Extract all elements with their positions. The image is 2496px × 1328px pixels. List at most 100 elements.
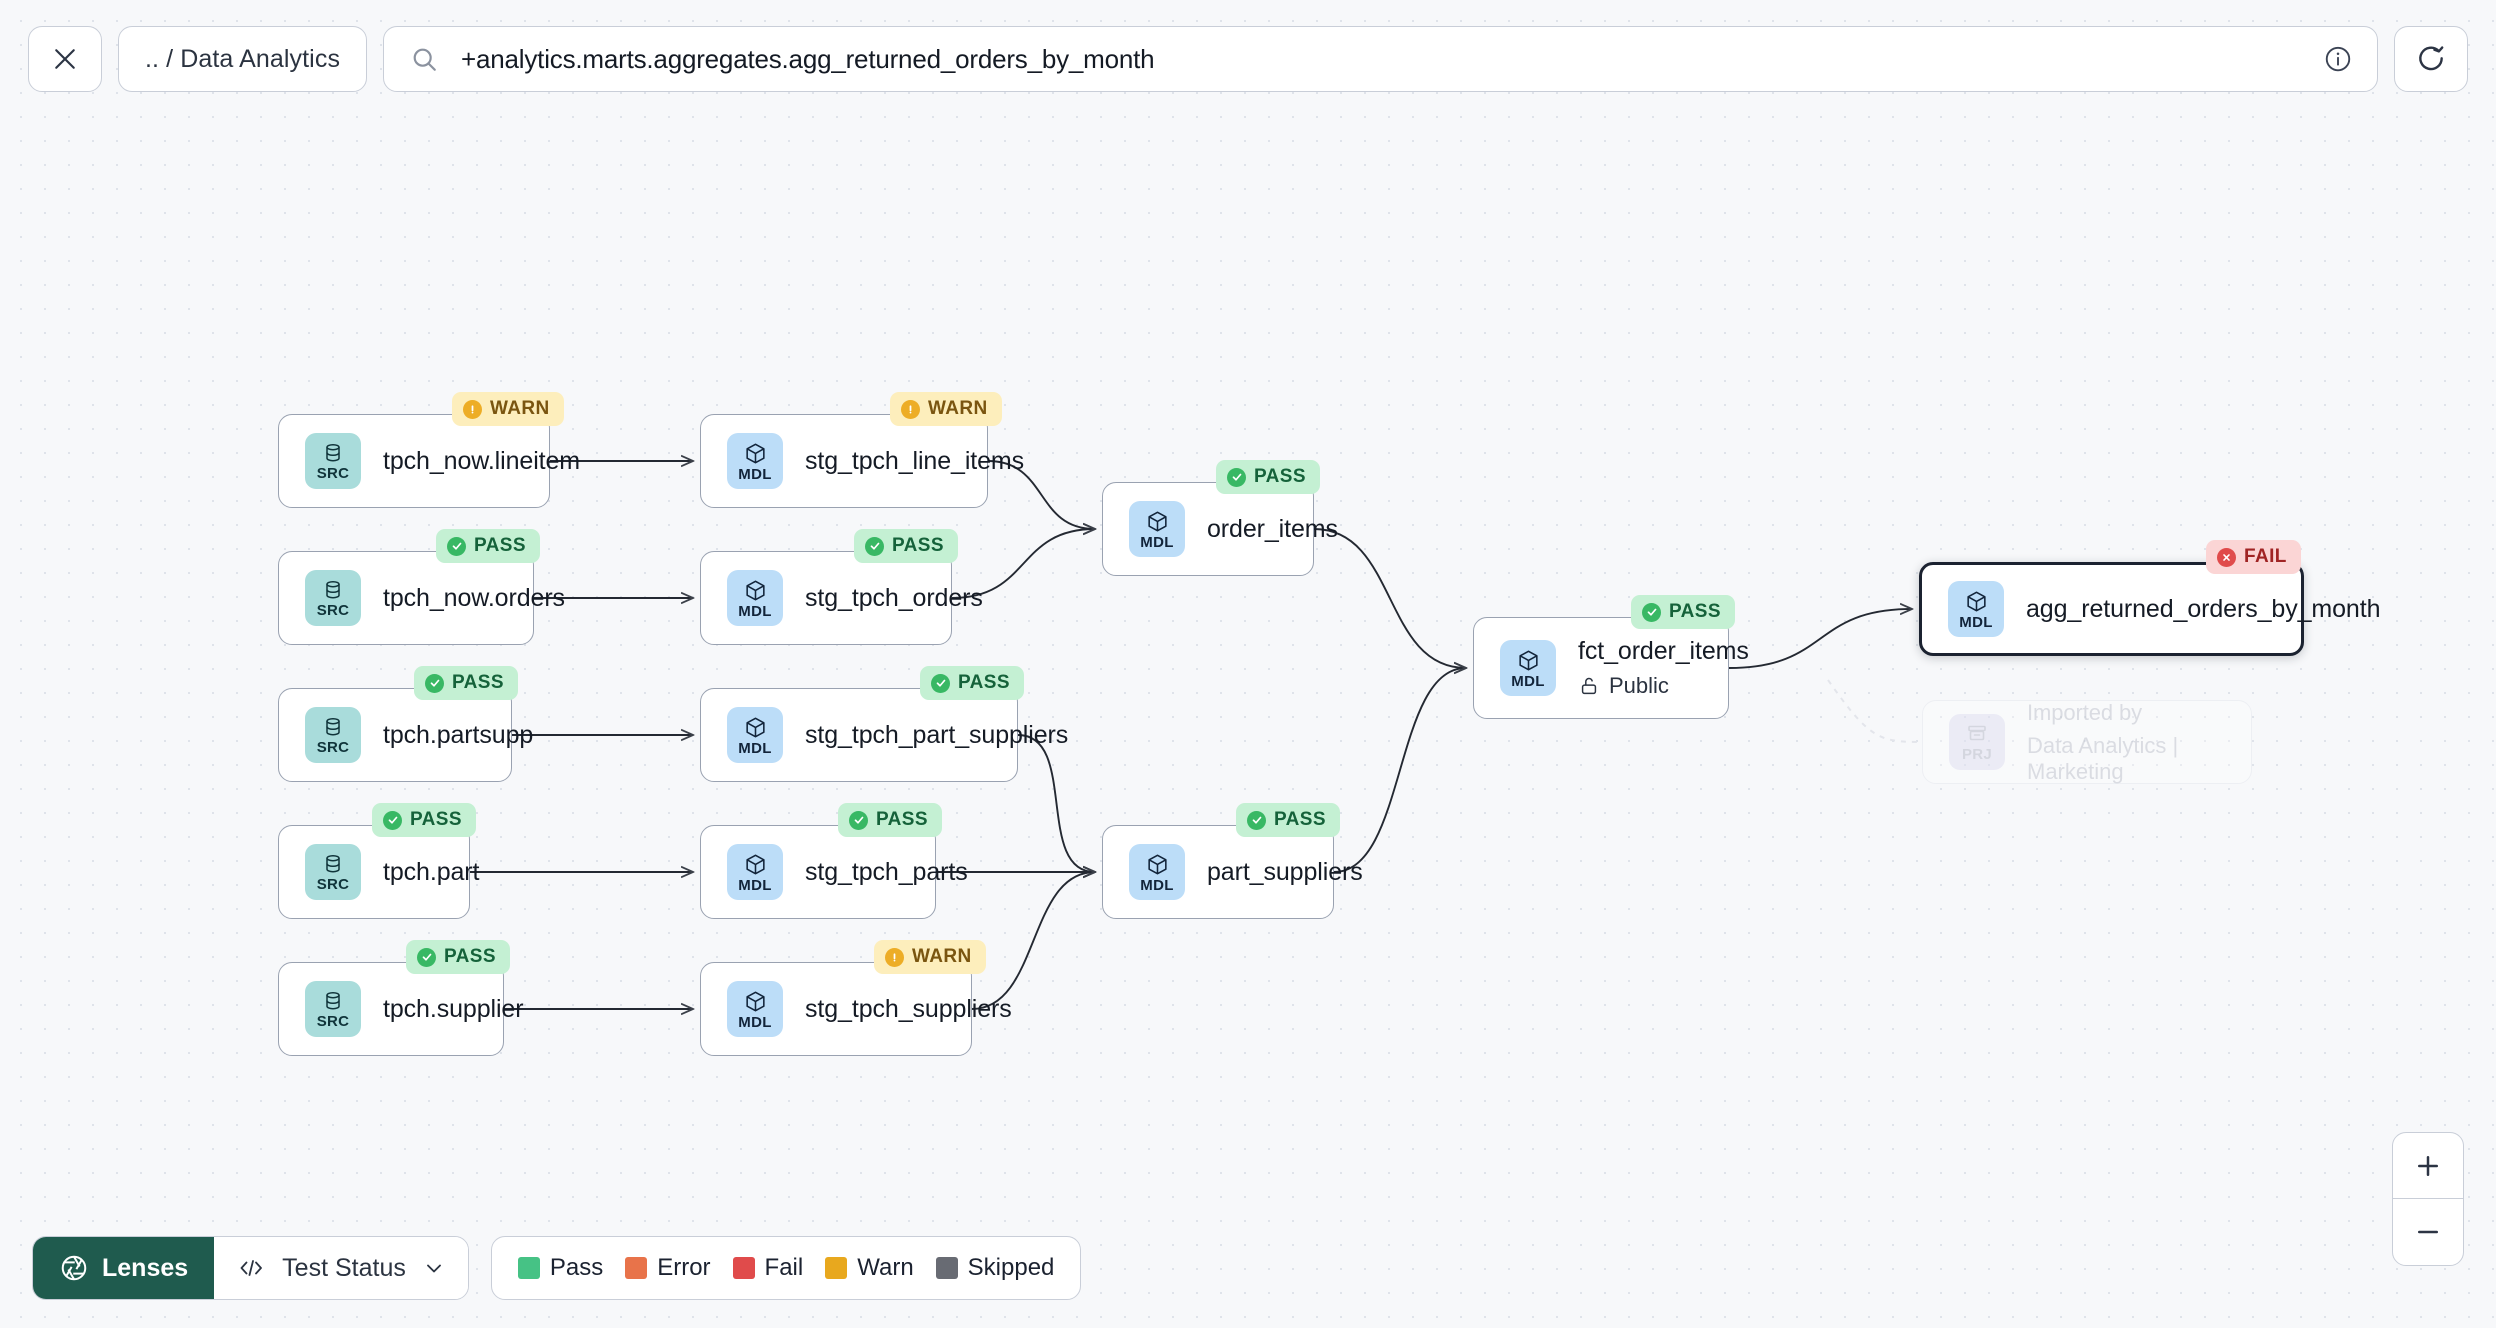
status-badge-label: WARN xyxy=(912,946,972,967)
zoom-in-button[interactable] xyxy=(2393,1133,2463,1199)
imported-by-label: Imported by xyxy=(2027,699,2143,725)
cube-icon xyxy=(745,580,765,600)
status-badge-label: WARN xyxy=(490,398,550,419)
status-badge[interactable]: PASS xyxy=(1216,460,1320,494)
legend-item[interactable]: Warn xyxy=(825,1254,914,1282)
node-title: tpch.partsupp xyxy=(383,720,534,749)
test-status-label: Test Status xyxy=(282,1253,406,1282)
node-title: tpch_now.lineitem xyxy=(383,446,581,475)
graph-node[interactable]: SRC tpch_now.lineitem xyxy=(278,414,581,508)
cube-icon xyxy=(745,717,765,737)
legend-item[interactable]: Fail xyxy=(732,1254,803,1282)
refresh-button[interactable] xyxy=(2394,26,2468,92)
status-badge[interactable]: PASS xyxy=(1631,595,1735,629)
legend-item[interactable]: Error xyxy=(625,1254,711,1282)
node-body: tpch_now.lineitem xyxy=(383,446,581,476)
breadcrumb[interactable]: .. / Data Analytics xyxy=(118,26,368,92)
unlock-icon xyxy=(1581,677,1597,695)
cube-icon xyxy=(745,991,765,1011)
status-badge[interactable]: FAIL xyxy=(2206,540,2301,574)
zoom-controls xyxy=(2392,1132,2464,1266)
cube-icon xyxy=(1518,650,1538,670)
legend-swatch xyxy=(825,1257,848,1279)
info-icon[interactable] xyxy=(2323,44,2353,74)
lenses-label: Lenses xyxy=(102,1253,189,1282)
node-title: tpch.supplier xyxy=(383,994,524,1023)
legend-item[interactable]: Pass xyxy=(517,1254,603,1282)
search-input[interactable]: +analytics.marts.aggregates.agg_returned… xyxy=(461,43,1155,74)
status-badge[interactable]: PASS xyxy=(372,803,476,837)
node-type-label: MDL xyxy=(1511,672,1545,690)
archive-icon xyxy=(1968,725,1986,741)
status-badge-label: PASS xyxy=(892,535,944,556)
node-subtitle-row: Public xyxy=(1578,673,1702,699)
status-dot-icon xyxy=(849,810,868,830)
status-badge[interactable]: PASS xyxy=(838,803,942,837)
status-dot-icon xyxy=(463,399,482,419)
node-type-label: SRC xyxy=(316,465,350,482)
status-badge[interactable]: PASS xyxy=(406,940,510,974)
status-badge[interactable]: PASS xyxy=(436,529,540,563)
status-badge[interactable]: WARN xyxy=(890,392,1002,426)
status-badge[interactable]: WARN xyxy=(874,940,986,974)
status-badge[interactable]: PASS xyxy=(1236,803,1340,837)
node-type-label: SRC xyxy=(316,1013,350,1030)
node-type-label: MDL xyxy=(1140,533,1174,551)
status-badge-label: PASS xyxy=(444,946,496,967)
database-icon xyxy=(326,580,340,599)
legend-item[interactable]: Skipped xyxy=(935,1254,1055,1282)
legend-swatch xyxy=(625,1257,648,1279)
node-title: part_suppliers xyxy=(1207,857,1363,886)
node-type-tile: MDL xyxy=(727,981,783,1037)
status-dot-icon xyxy=(417,947,436,967)
status-badge[interactable]: PASS xyxy=(414,666,518,700)
status-dot-icon xyxy=(2217,547,2236,567)
graph-node[interactable]: SRC tpch.partsupp xyxy=(278,688,534,782)
status-badge-label: PASS xyxy=(876,809,928,830)
status-badge-label: PASS xyxy=(474,535,526,556)
node-type-tile: SRC xyxy=(305,707,361,763)
status-badge[interactable]: PASS xyxy=(920,666,1024,700)
close-button[interactable] xyxy=(28,26,102,92)
status-dot-icon xyxy=(1247,810,1266,830)
refresh-icon xyxy=(2419,46,2444,71)
node-body: stg_tpch_line_items xyxy=(805,447,1024,476)
status-badge[interactable]: WARN xyxy=(452,392,564,426)
search-bar[interactable]: +analytics.marts.aggregates.agg_returned… xyxy=(383,26,2378,92)
status-dot-icon xyxy=(931,673,950,693)
status-badge-label: PASS xyxy=(958,672,1010,693)
node-title: stg_tpch_orders xyxy=(805,583,983,612)
test-status-dropdown[interactable]: Test Status xyxy=(214,1237,468,1299)
node-type-tile: SRC xyxy=(305,844,361,900)
status-badge-label: PASS xyxy=(1669,601,1721,622)
graph-node[interactable]: SRC tpch.supplier xyxy=(278,962,524,1056)
graph-node[interactable]: MDL order_items xyxy=(1102,482,1338,576)
node-title: stg_tpch_part_suppliers xyxy=(805,720,1069,749)
status-badge-label: PASS xyxy=(1274,809,1326,830)
legend-swatch xyxy=(732,1257,755,1279)
aperture-icon xyxy=(61,1255,87,1281)
lenses-button[interactable]: Lenses xyxy=(33,1237,215,1299)
legend-label: Error xyxy=(657,1254,711,1281)
project-tile: PRJ xyxy=(1949,714,2005,770)
zoom-out-button[interactable] xyxy=(2393,1199,2463,1265)
node-body: order_items xyxy=(1207,515,1338,544)
node-type-tile: MDL xyxy=(1500,640,1556,696)
status-badge[interactable]: PASS xyxy=(854,529,958,563)
node-type-label: MDL xyxy=(738,876,772,894)
legend-label: Skipped xyxy=(967,1254,1055,1281)
node-body: part_suppliers xyxy=(1207,857,1363,887)
